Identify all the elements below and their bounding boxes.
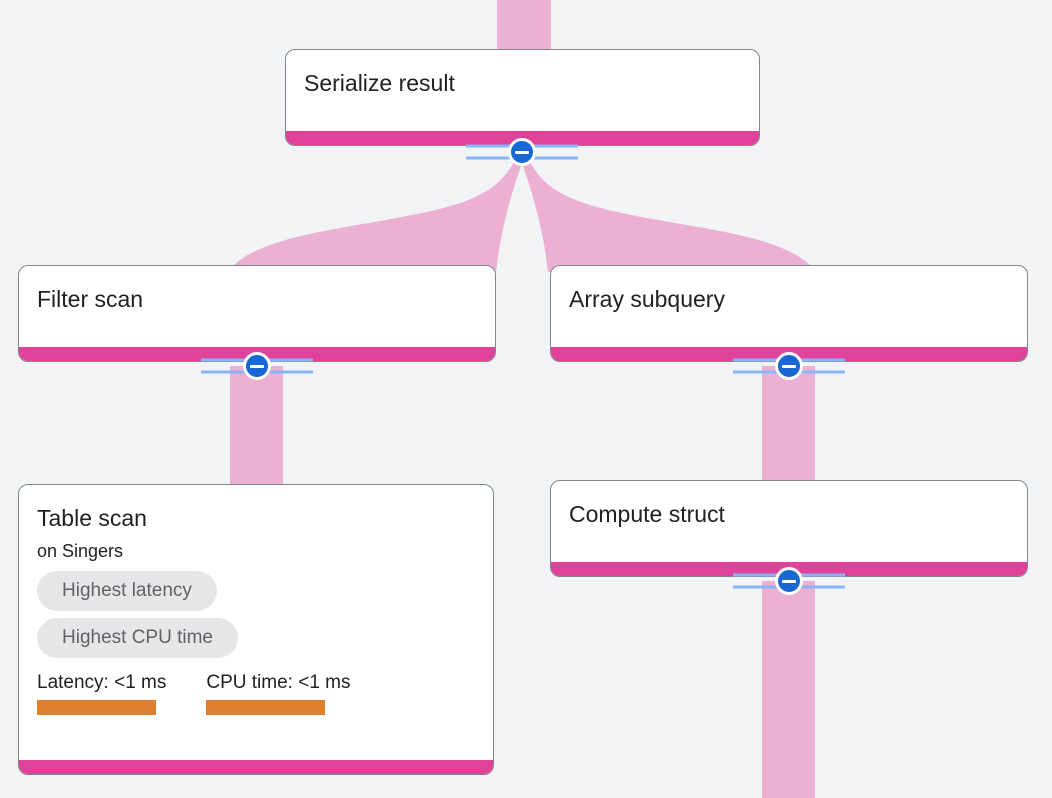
edge-compute-struct-outflow xyxy=(762,581,815,798)
node-body: Array subquery xyxy=(551,266,1027,347)
collapse-minus-icon[interactable] xyxy=(775,567,803,595)
node-title: Table scan xyxy=(37,505,147,531)
toggle-array-subquery[interactable] xyxy=(733,351,845,381)
node-metric: Latency: <1 ms xyxy=(37,671,166,715)
node-serialize-result[interactable]: Serialize result xyxy=(285,49,760,146)
collapse-minus-icon[interactable] xyxy=(775,352,803,380)
node-title: Array subquery xyxy=(569,286,725,312)
toggle-serialize-result[interactable] xyxy=(466,137,578,167)
edge-serialize-to-array-subquery xyxy=(520,152,813,272)
edge-root-inflow xyxy=(497,0,551,50)
node-array-subquery[interactable]: Array subquery xyxy=(550,265,1028,362)
node-title: Compute struct xyxy=(569,501,725,527)
node-chip: Highest CPU time xyxy=(37,618,238,658)
edge-array-subquery-to-compute-struct xyxy=(762,366,815,482)
node-metric-bar xyxy=(37,700,156,715)
node-metric-list: Latency: <1 ms CPU time: <1 ms xyxy=(37,671,475,715)
node-metric-label: Latency: <1 ms xyxy=(37,672,167,693)
node-title: Serialize result xyxy=(304,70,455,96)
node-body: Compute struct xyxy=(551,481,1027,562)
collapse-minus-icon[interactable] xyxy=(243,352,271,380)
node-title: Filter scan xyxy=(37,286,144,312)
toggle-compute-struct[interactable] xyxy=(733,566,845,596)
node-accent-bar xyxy=(19,760,493,774)
node-compute-struct[interactable]: Compute struct xyxy=(550,480,1028,577)
node-metric: CPU time: <1 ms xyxy=(206,671,351,715)
toggle-filter-scan[interactable] xyxy=(201,351,313,381)
node-subtitle: on Singers xyxy=(37,541,124,561)
edge-serialize-to-filter-scan xyxy=(231,152,524,272)
node-body: Filter scan xyxy=(19,266,495,347)
node-filter-scan[interactable]: Filter scan xyxy=(18,265,496,362)
node-metric-bar xyxy=(206,700,326,715)
edge-filter-scan-to-table-scan xyxy=(230,366,283,486)
node-chip: Highest latency xyxy=(37,571,217,611)
collapse-minus-icon[interactable] xyxy=(508,138,536,166)
node-metric-label: CPU time: <1 ms xyxy=(206,672,351,693)
node-body: Serialize result xyxy=(286,50,759,131)
